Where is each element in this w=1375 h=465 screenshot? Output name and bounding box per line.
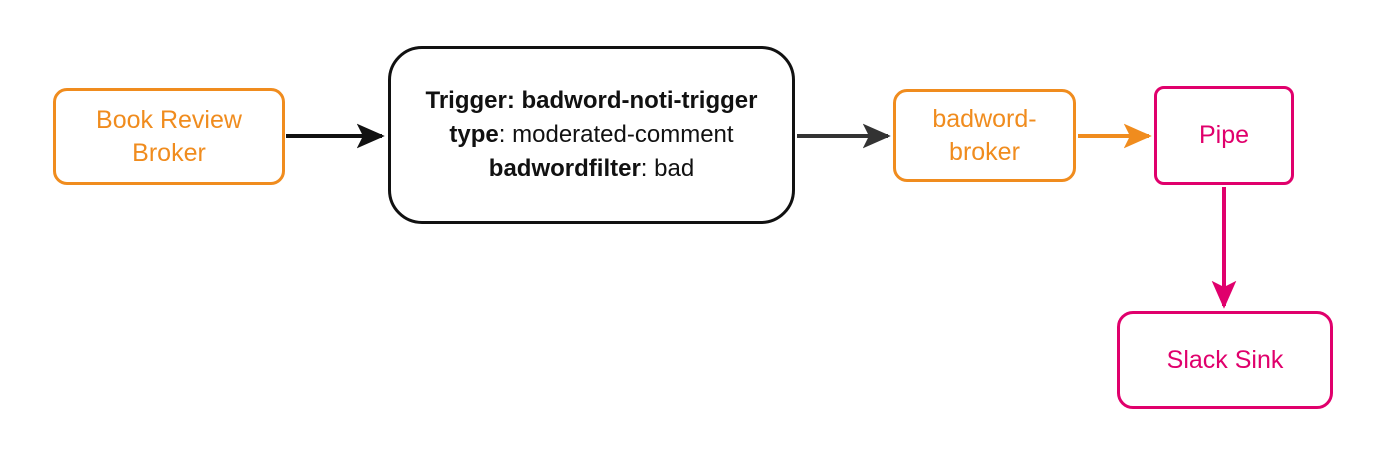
node-trigger-line-2-value: moderated-comment	[512, 120, 734, 148]
node-trigger-label: Trigger: badword-noti-trigger type: mode…	[426, 84, 758, 186]
node-book-review-broker[interactable]: Book Review Broker	[53, 88, 285, 185]
node-badword-broker[interactable]: badword- broker	[893, 89, 1076, 182]
node-trigger-line-3-key: badwordfilter	[488, 155, 641, 183]
node-trigger-line-2-key: type	[449, 120, 499, 148]
node-trigger-line-3-sep: :	[640, 155, 655, 183]
node-trigger-line-2: type: moderated-comment	[426, 118, 758, 152]
node-slack-sink-label: Slack Sink	[1166, 345, 1284, 374]
node-trigger-line-1: Trigger: badword-noti-trigger	[426, 84, 758, 118]
node-slack-sink[interactable]: Slack Sink	[1117, 311, 1333, 409]
node-trigger-line-2-sep: :	[498, 120, 513, 148]
node-trigger-line-3-value: bad	[654, 155, 695, 183]
node-trigger-line-1-value: badword-noti-trigger	[521, 86, 758, 114]
node-book-review-broker-label: Book Review Broker	[96, 106, 242, 167]
node-trigger-line-3: badwordfilter: bad	[426, 152, 758, 186]
node-trigger[interactable]: Trigger: badword-noti-trigger type: mode…	[388, 46, 795, 224]
node-pipe[interactable]: Pipe	[1154, 86, 1294, 185]
node-pipe-label: Pipe	[1198, 121, 1250, 150]
node-badword-broker-label: badword- broker	[932, 105, 1037, 166]
node-trigger-line-1-key: Trigger:	[425, 86, 515, 114]
